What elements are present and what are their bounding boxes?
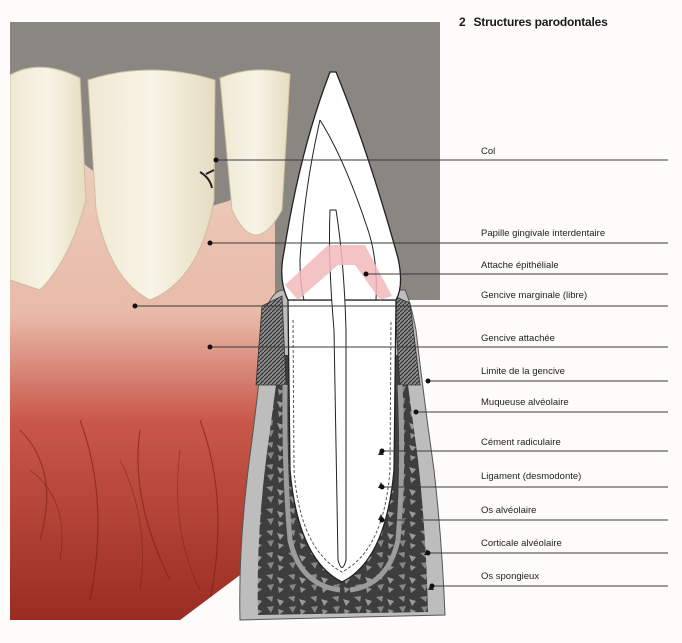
leader-dot [430,584,435,589]
structure-label: Gencive marginale (libre) [481,290,587,301]
leader-dot [214,158,219,163]
leader-dot [414,410,419,415]
structure-label: Ligament (desmodonte) [481,471,581,482]
structure-label: Gencive attachée [481,333,555,344]
leader-dot [133,304,138,309]
structure-label: Col [481,146,495,157]
structure-label: Os alvéolaire [481,505,536,516]
leader-dot [426,551,431,556]
leader-dot [380,449,385,454]
leader-dot [364,272,369,277]
leader-dot [208,241,213,246]
structure-label: Cément radiculaire [481,437,561,448]
leader-dot [380,518,385,523]
structure-label: Papille gingivale interdentaire [481,228,605,239]
leader-dot [380,485,385,490]
structure-label: Corticale alvéolaire [481,538,562,549]
leader-dot [208,345,213,350]
leader-dot [426,379,431,384]
structure-label: Muqueuse alvéolaire [481,397,569,408]
structure-label: Os spongieux [481,571,539,582]
structure-label: Limite de la gencive [481,366,565,377]
structure-label: Attache épithéliale [481,260,559,271]
